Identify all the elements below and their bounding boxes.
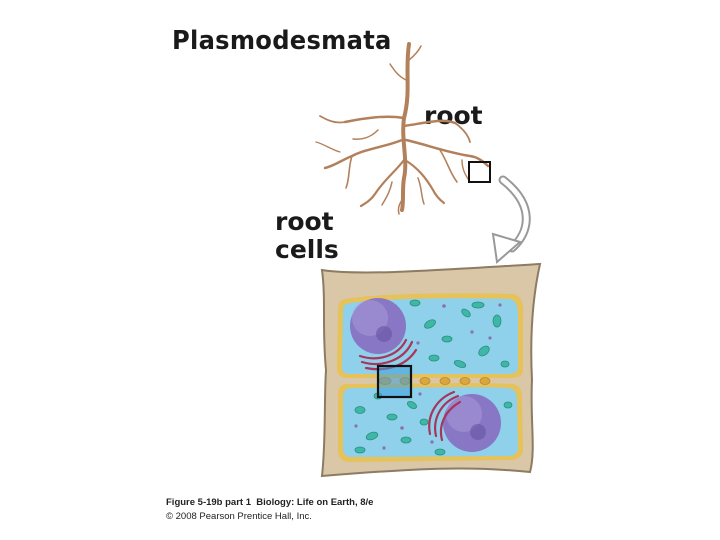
figure-caption: Figure 5-19b part 1 Biology: Life on Ear… xyxy=(166,497,373,508)
lower-vesicles xyxy=(354,392,434,450)
upper-cell xyxy=(336,293,524,378)
upper-nucleus xyxy=(350,298,406,354)
root-label: root xyxy=(424,101,483,130)
plasmodesmata-zoom-box xyxy=(376,364,413,399)
root-cells-label: root cells xyxy=(275,208,339,264)
root-cells-label-line2: cells xyxy=(275,235,339,264)
lower-cell xyxy=(338,383,523,462)
book-title: Biology: Life on Earth, 8/e xyxy=(256,497,374,508)
copyright-line: © 2008 Pearson Prentice Hall, Inc. xyxy=(166,511,312,522)
magnify-arrow xyxy=(491,175,531,264)
figure-number: Figure 5-19b part 1 xyxy=(166,497,251,508)
root-drawing xyxy=(315,42,490,215)
lower-er xyxy=(428,390,462,442)
root-zoom-box xyxy=(468,161,491,183)
lower-nucleus xyxy=(443,394,501,452)
diagram-title: Plasmodesmata xyxy=(172,26,392,56)
upper-chloroplasts xyxy=(409,299,510,368)
root-cells-label-line1: root xyxy=(275,207,334,236)
upper-vesicles xyxy=(416,303,502,345)
